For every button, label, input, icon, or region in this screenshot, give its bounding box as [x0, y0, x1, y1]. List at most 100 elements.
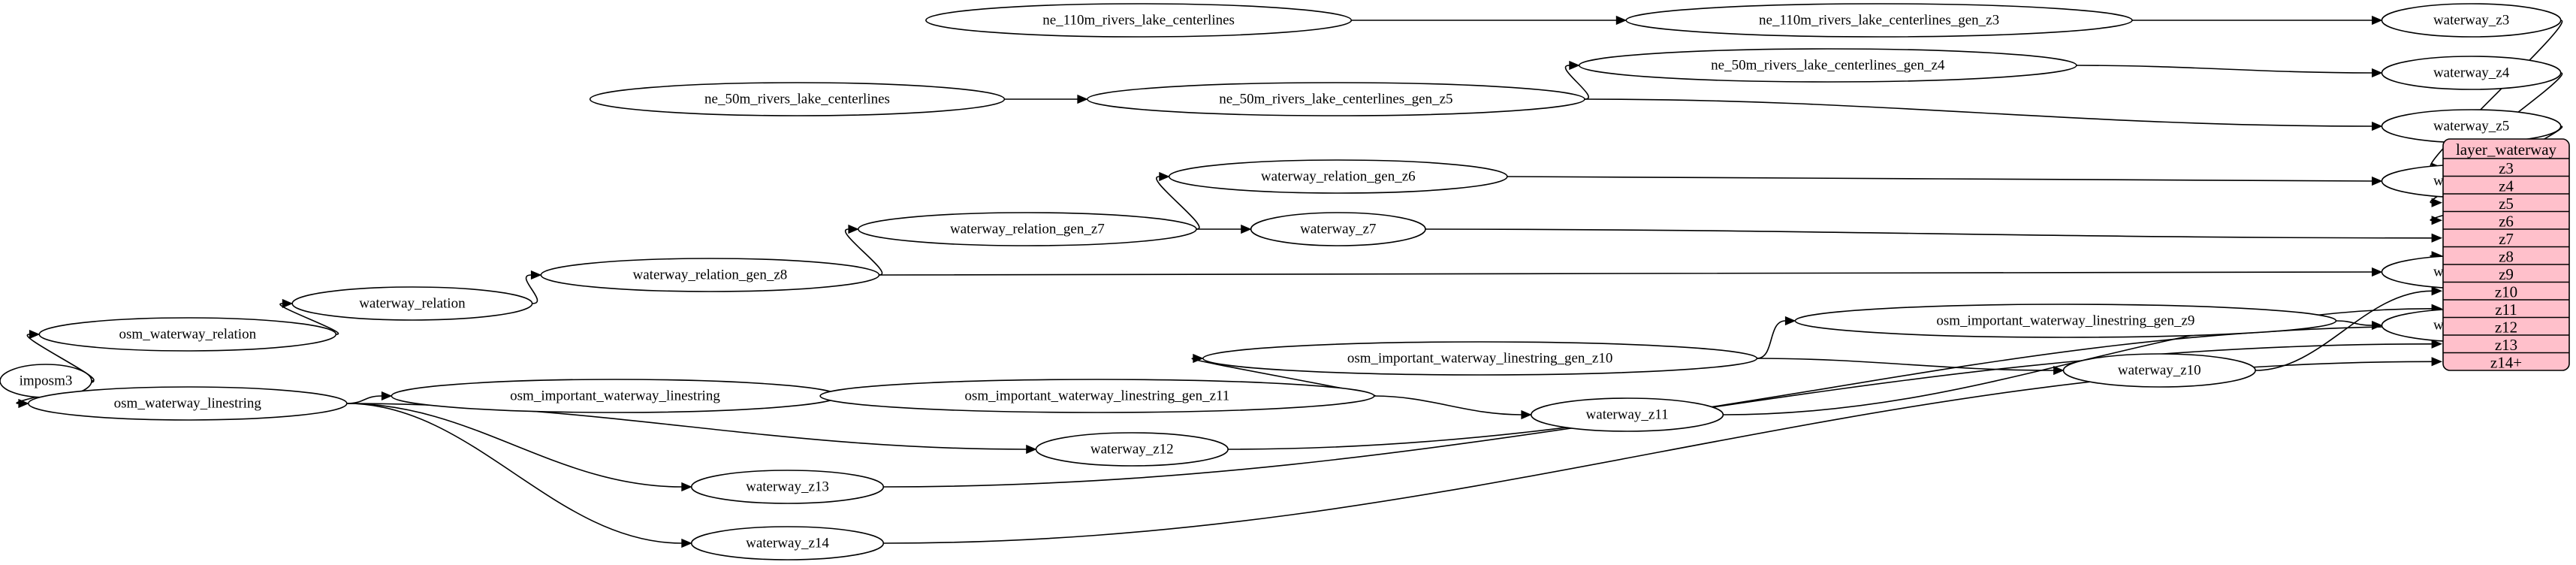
node-osm_important_waterway_linestring[interactable]: osm_important_waterway_linestring — [391, 379, 840, 413]
node-shape-ellipse — [38, 317, 337, 352]
node-label: ne_110m_rivers_lake_centerlines — [1042, 13, 1235, 29]
node-label: waterway_z5 — [2433, 119, 2509, 134]
layer-table-row-label: z13 — [2495, 336, 2517, 354]
node-osm_important_waterway_linestring_gen_z10[interactable]: osm_important_waterway_linestring_gen_z1… — [1202, 341, 1758, 376]
node-label: osm_waterway_linestring — [114, 396, 262, 412]
arrow-head-icon — [1241, 224, 1252, 234]
layer-table-row-label: z9 — [2499, 265, 2514, 283]
node-ne_50m_rivers_lake_centerlines_gen_z4[interactable]: ne_50m_rivers_lake_centerlines_gen_z4 — [1578, 48, 2077, 83]
layer-table-row-z12[interactable]: z12 — [2443, 316, 2569, 337]
layer-table-header: layer_waterway — [2456, 140, 2557, 159]
node-shape-ellipse — [690, 470, 885, 504]
layer-table-row-label: z5 — [2499, 195, 2514, 213]
nodes-layer: imposm3osm_waterway_relationosm_waterway… — [0, 3, 2562, 560]
edge-osm_waterway_linestring-to-waterway_z14 — [346, 403, 682, 544]
arrow-head-icon — [18, 398, 29, 409]
node-waterway_z10[interactable]: waterway_z10 — [2062, 353, 2256, 388]
arrow-head-icon — [1159, 171, 1170, 182]
layer-table-row-label: z11 — [2495, 301, 2517, 319]
arrow-head-icon — [2372, 15, 2383, 26]
node-ne_110m_rivers_lake_centerlines_gen_z3[interactable]: ne_110m_rivers_lake_centerlines_gen_z3 — [1625, 3, 2133, 38]
node-waterway_z12[interactable]: waterway_z12 — [1035, 432, 1229, 467]
node-label: waterway_z10 — [2118, 363, 2201, 379]
node-osm_waterway_linestring[interactable]: osm_waterway_linestring — [28, 386, 348, 421]
node-waterway_z5[interactable]: waterway_z5 — [2381, 109, 2562, 144]
node-waterway_z13[interactable]: waterway_z13 — [690, 470, 885, 504]
node-shape-ellipse — [690, 526, 885, 560]
node-shape-ellipse — [925, 3, 1353, 38]
node-waterway_relation_gen_z8[interactable]: waterway_relation_gen_z8 — [540, 258, 880, 292]
layer-table-row-z7[interactable]: z7 — [2443, 228, 2569, 248]
arrow-head-icon — [2431, 198, 2443, 207]
node-waterway_relation_gen_z6[interactable]: waterway_relation_gen_z6 — [1168, 159, 1508, 194]
node-label: waterway_relation_gen_z8 — [633, 267, 788, 283]
arrow-head-icon — [29, 329, 41, 340]
node-label: waterway_z12 — [1090, 442, 1174, 458]
layer-table-row-z11[interactable]: z11 — [2443, 299, 2569, 319]
node-label: waterway_relation_gen_z7 — [950, 222, 1105, 237]
layer-table-row-z6[interactable]: z6 — [2443, 210, 2569, 231]
edge-osm_important_waterway_linestring_gen_z10-to-waterway_z10 — [1757, 358, 2054, 371]
layer-table-row-z14plus[interactable]: z14+ — [2443, 352, 2569, 372]
layer-table-row-z8[interactable]: z8 — [2443, 246, 2569, 266]
node-shape-ellipse — [1794, 304, 2337, 338]
edge-waterway_relation_gen_z8-to-waterway_relation_gen_z7 — [845, 228, 883, 276]
edge-osm_important_waterway_linestring_gen_z10-to-osm_important_waterway_linestring_gen_z9 — [1757, 320, 1786, 359]
node-ne_50m_rivers_lake_centerlines_gen_z5[interactable]: ne_50m_rivers_lake_centerlines_gen_z5 — [1087, 82, 1585, 116]
layer-table-row-z4[interactable]: z4 — [2443, 175, 2569, 195]
node-osm_waterway_relation[interactable]: osm_waterway_relation — [38, 317, 337, 352]
edge-osm_important_waterway_linestring_gen_z11-to-waterway_z11 — [1374, 395, 1522, 415]
node-shape-ellipse — [1625, 3, 2133, 38]
edge-osm_waterway_linestring-to-waterway_z13 — [346, 403, 682, 488]
node-waterway_z4[interactable]: waterway_z4 — [2381, 56, 2562, 90]
node-waterway_relation[interactable]: waterway_relation — [291, 286, 533, 321]
arrow-head-icon — [1193, 353, 1204, 364]
node-label: waterway_relation_gen_z6 — [1261, 169, 1416, 185]
edge-waterway_z10-to-layer_waterway-z10 — [2255, 290, 2433, 371]
node-label: waterway_z13 — [746, 479, 829, 495]
edge-osm_waterway_linestring-to-osm_important_waterway_linestring — [346, 395, 382, 404]
arrow-head-icon — [2431, 339, 2443, 349]
arrow-head-icon — [2431, 286, 2443, 296]
layer-table-row-z3[interactable]: z3 — [2499, 159, 2514, 177]
node-label: ne_50m_rivers_lake_centerlines_gen_z5 — [1219, 92, 1452, 107]
layer-table-body — [2442, 138, 2570, 371]
layer-table-row-label: z7 — [2499, 230, 2514, 248]
arrow-head-icon — [848, 224, 859, 234]
node-osm_important_waterway_linestring_gen_z9[interactable]: osm_important_waterway_linestring_gen_z9 — [1794, 304, 2337, 338]
layer-table-row-z5[interactable]: z5 — [2443, 193, 2569, 213]
arrow-head-icon — [2372, 267, 2383, 277]
node-waterway_z3[interactable]: waterway_z3 — [2381, 3, 2562, 38]
edge-ne_50m_rivers_lake_centerlines_gen_z4-to-waterway_z4 — [2076, 65, 2372, 74]
node-waterway_z11[interactable]: waterway_z11 — [1531, 397, 1724, 432]
edge-waterway_relation_gen_z8-to-waterway_z8 — [879, 271, 2372, 276]
arrow-head-icon — [2431, 357, 2443, 367]
node-label: ne_110m_rivers_lake_centerlines_gen_z3 — [1759, 13, 1999, 29]
node-osm_important_waterway_linestring_gen_z11[interactable]: osm_important_waterway_linestring_gen_z1… — [819, 379, 1375, 413]
arrow-head-icon — [2053, 365, 2065, 376]
node-waterway_z14[interactable]: waterway_z14 — [690, 526, 885, 560]
layer-table-row-z13[interactable]: z13 — [2443, 334, 2569, 354]
node-ne_110m_rivers_lake_centerlines[interactable]: ne_110m_rivers_lake_centerlines — [925, 3, 1353, 38]
node-shape-ellipse — [291, 286, 533, 321]
node-waterway_z7[interactable]: waterway_z7 — [1250, 212, 1426, 246]
layer-table-row-label: z8 — [2499, 247, 2514, 265]
node-shape-ellipse — [1531, 397, 1724, 432]
arrow-head-icon — [1615, 15, 1627, 26]
arrow-head-icon — [2372, 176, 2383, 186]
arrow-head-icon — [2372, 121, 2383, 131]
edge-ne_50m_rivers_lake_centerlines_gen_z5-to-ne_50m_rivers_lake_centerlines_gen_z4 — [1564, 65, 1589, 100]
layer-table-row-z10[interactable]: z10 — [2443, 281, 2569, 301]
node-waterway_relation_gen_z7[interactable]: waterway_relation_gen_z7 — [858, 212, 1197, 246]
node-label: ne_50m_rivers_lake_centerlines — [704, 92, 890, 107]
node-shape-ellipse — [589, 82, 1006, 116]
node-label: waterway_z4 — [2433, 65, 2510, 81]
node-shape-ellipse — [2381, 3, 2562, 38]
node-ne_50m_rivers_lake_centerlines[interactable]: ne_50m_rivers_lake_centerlines — [589, 82, 1006, 116]
edge-waterway_relation_gen_z6-to-waterway_z6 — [1507, 176, 2372, 182]
edge-ne_50m_rivers_lake_centerlines_gen_z5-to-waterway_z5 — [1584, 98, 2372, 127]
layer-table-row-z9[interactable]: z9 — [2443, 264, 2569, 283]
node-shape-ellipse — [1202, 341, 1758, 376]
